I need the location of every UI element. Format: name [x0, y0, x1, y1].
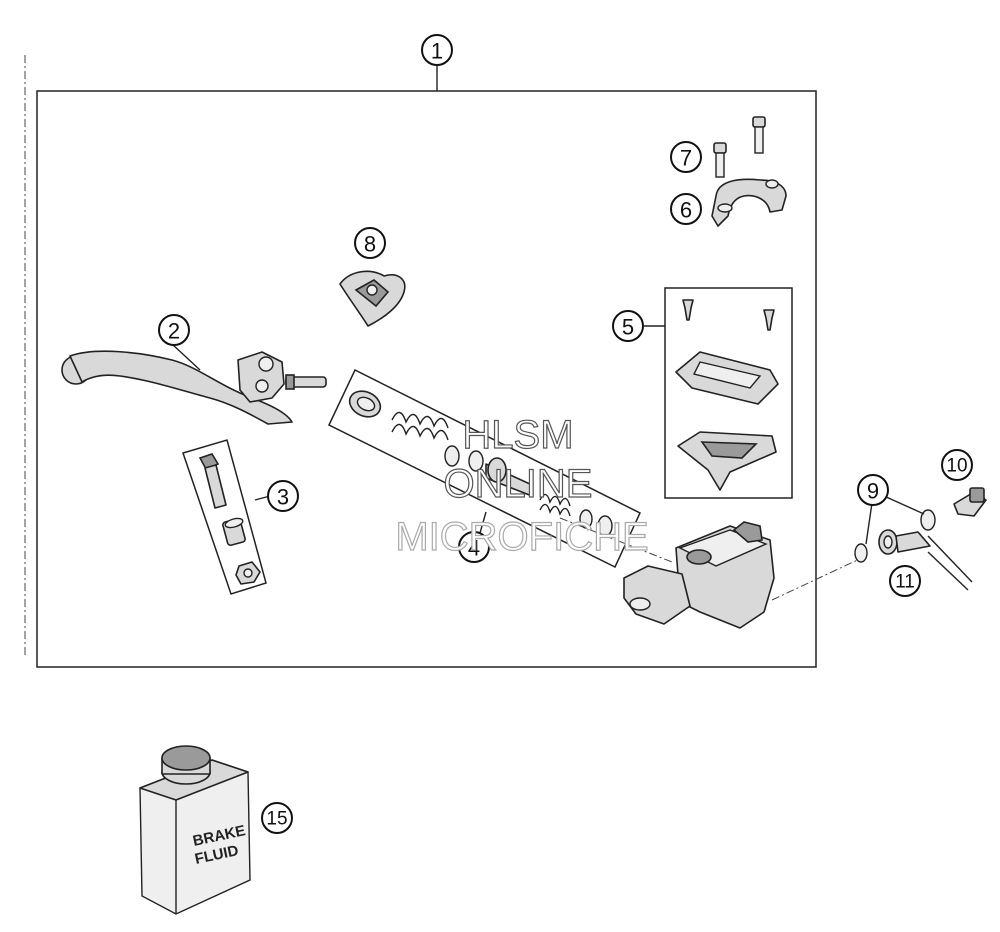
callout-5-text: 5: [622, 315, 634, 340]
callout-7: 7: [670, 141, 702, 173]
callout-4: 4: [458, 531, 490, 563]
callout-8: 8: [354, 227, 386, 259]
hose-fittings: [854, 487, 987, 591]
brake-fluid-can: BRAKE FLUID: [139, 745, 251, 915]
callout-11-text: 11: [895, 572, 915, 593]
callout-8-text: 8: [364, 232, 376, 257]
leader-2: [171, 343, 201, 371]
callout-7-text: 7: [680, 146, 692, 171]
callout-3: 3: [267, 480, 299, 512]
callout-1-text: 1: [431, 39, 443, 64]
callout-10: 10: [941, 449, 973, 481]
callout-11: 11: [889, 565, 921, 597]
leader-9: [865, 502, 873, 545]
callout-3-text: 3: [277, 485, 289, 510]
clamp-screws: [713, 116, 766, 178]
watermark-line1: HLSM: [462, 413, 573, 457]
callout-6: 6: [670, 193, 702, 225]
callout-15-text: 15: [266, 809, 287, 830]
callout-4-text: 4: [468, 536, 480, 561]
leader-9b: [883, 495, 925, 515]
callout-2-text: 2: [168, 319, 180, 344]
callout-2: 2: [158, 314, 190, 346]
assembly-frame: [36, 90, 817, 668]
brake-lever: [61, 350, 327, 425]
piston-kit: [328, 368, 641, 569]
reservoir-cap-kit: [664, 287, 793, 499]
callout-6-text: 6: [680, 198, 692, 223]
lever-cover: [339, 270, 406, 327]
handlebar-clamp: [711, 178, 787, 227]
callout-9-text: 9: [867, 479, 879, 504]
callout-15: 15: [261, 802, 293, 834]
callout-5: 5: [612, 310, 644, 342]
watermark-line3: MICROFICHE: [395, 515, 648, 559]
callout-1: 1: [421, 34, 453, 66]
master-cylinder: [559, 517, 867, 629]
pivot-kit: [182, 439, 267, 595]
watermark-line2: ONLINE: [444, 462, 593, 506]
callout-10-text: 10: [946, 456, 967, 477]
callout-9: 9: [857, 474, 889, 506]
watermark: HLSM ONLINE MICROFICHE: [395, 412, 650, 559]
